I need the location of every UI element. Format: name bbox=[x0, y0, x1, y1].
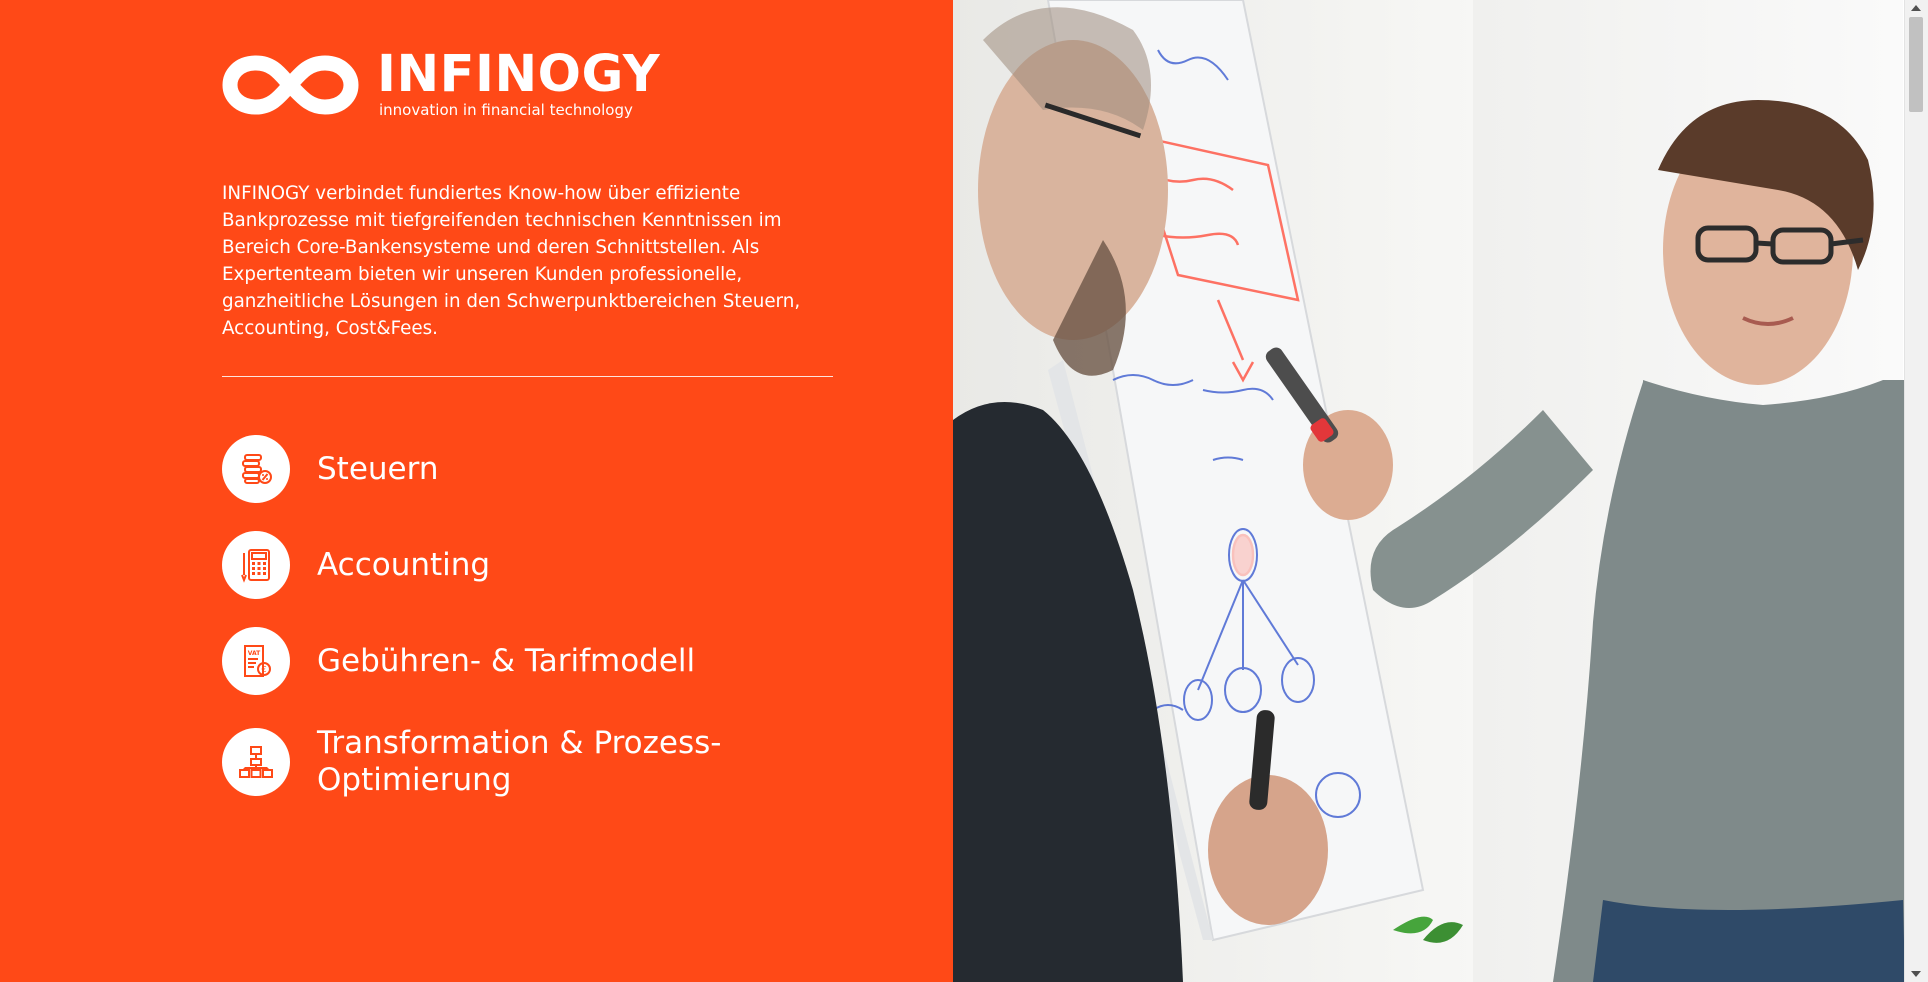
topic-label: Gebühren- & Tarifmodell bbox=[317, 642, 696, 679]
topic-icon-badge bbox=[222, 531, 290, 599]
topic-label: Transformation & Prozess-Optimierung bbox=[317, 725, 722, 798]
calculator-icon bbox=[241, 549, 270, 583]
hero-photo bbox=[953, 0, 1905, 982]
brand-tagline: innovation in financial technology bbox=[379, 101, 633, 119]
brand-name: INFINOGY bbox=[377, 45, 661, 104]
vat-document-icon: VAT € bbox=[244, 645, 271, 677]
tax-coins-icon bbox=[242, 454, 272, 484]
divider bbox=[222, 376, 833, 377]
svg-text:VAT: VAT bbox=[248, 650, 261, 657]
scroll-up-arrow-icon[interactable] bbox=[1911, 5, 1921, 11]
topic-transformation[interactable]: Transformation & Prozess-Optimierung bbox=[222, 725, 797, 799]
photo-icon bbox=[953, 0, 1905, 982]
infinity-logo-icon bbox=[222, 55, 359, 115]
topic-gebuehren[interactable]: VAT € Gebühren- & Tarifmodell bbox=[222, 627, 797, 695]
topic-steuern[interactable]: Steuern bbox=[222, 435, 797, 503]
process-hierarchy-icon bbox=[239, 746, 273, 778]
topic-label: Steuern bbox=[317, 450, 439, 487]
topic-icon-badge bbox=[222, 728, 290, 796]
svg-text:€: € bbox=[261, 665, 266, 674]
intro-text: INFINOGY verbindet fundiertes Know-how ü… bbox=[222, 183, 801, 339]
vertical-scrollbar[interactable] bbox=[1904, 0, 1928, 982]
topic-accounting[interactable]: Accounting bbox=[222, 531, 797, 599]
scroll-down-arrow-icon[interactable] bbox=[1911, 971, 1921, 977]
topic-icon-badge bbox=[222, 435, 290, 503]
topic-label: Accounting bbox=[317, 546, 491, 583]
scroll-thumb[interactable] bbox=[1909, 17, 1923, 112]
brand-logo[interactable]: INFINOGY innovation in financial technol… bbox=[222, 45, 661, 120]
intro-panel: INFINOGY innovation in financial technol… bbox=[0, 0, 953, 982]
topic-icon-badge: VAT € bbox=[222, 627, 290, 695]
